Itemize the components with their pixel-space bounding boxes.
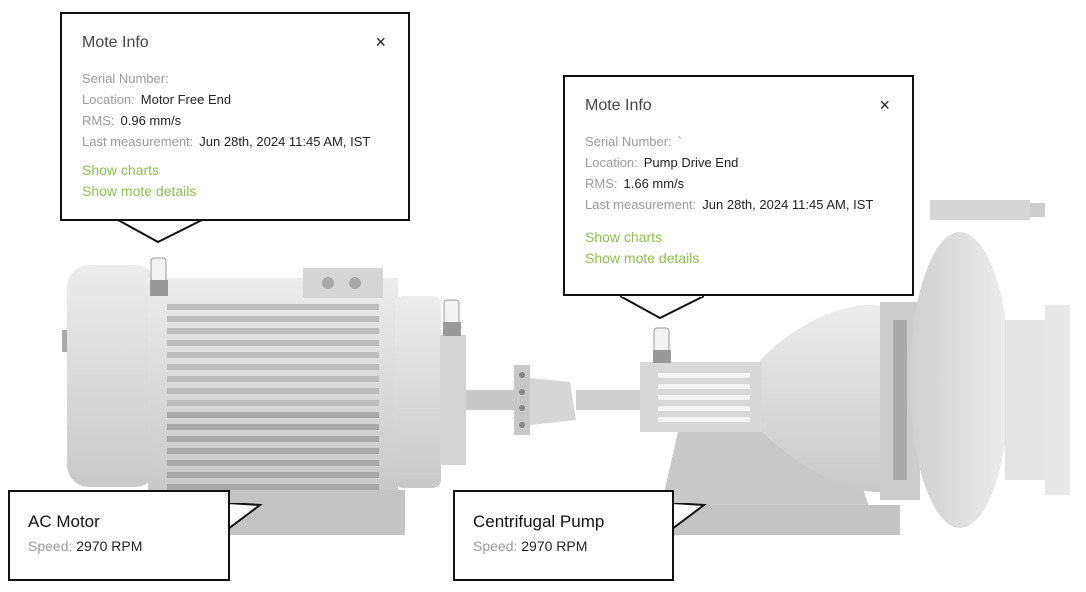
- fin: [658, 406, 750, 411]
- pump-bearing-fins: [658, 373, 750, 422]
- fin: [167, 304, 379, 310]
- fin: [167, 352, 379, 358]
- last-measurement-value: Jun 28th, 2024 11:45 AM, IST: [702, 197, 874, 212]
- fin: [167, 400, 379, 406]
- serial-label: Serial Number:: [585, 134, 672, 149]
- speed-value: 2970 RPM: [76, 538, 143, 554]
- popover-title: Mote Info: [585, 97, 652, 114]
- show-mote-details-link[interactable]: Show mote details: [82, 183, 197, 199]
- mote-info-popover-pump: Mote Info × Serial Number: ` Location: Pum…: [563, 75, 914, 296]
- rms-label: RMS:: [82, 113, 115, 128]
- fin: [167, 436, 379, 442]
- motor-cooling-fins: [167, 304, 379, 490]
- close-icon[interactable]: ×: [375, 32, 386, 52]
- machine-label-centrifugal-pump[interactable]: Centrifugal Pump Speed: 2970 RPM: [453, 490, 674, 581]
- fin: [167, 328, 379, 334]
- fin: [167, 448, 379, 454]
- machine-name: Centrifugal Pump: [473, 512, 605, 531]
- rms-value: 0.96 mm/s: [120, 113, 182, 128]
- vibration-sensor-pump-drive-end[interactable]: [653, 327, 671, 363]
- fin: [167, 316, 379, 322]
- speed-label: Speed:: [28, 538, 73, 554]
- show-charts-link[interactable]: Show charts: [585, 229, 663, 245]
- fin: [167, 340, 379, 346]
- popover-pointer: [620, 294, 704, 320]
- serial-label: Serial Number:: [82, 71, 169, 86]
- rms-label: RMS:: [585, 176, 618, 191]
- mote-info-popover-motor: Mote Info × Serial Number: Location: Moto…: [60, 12, 410, 221]
- speed-label: Speed:: [473, 538, 518, 554]
- last-measurement-value: Jun 28th, 2024 11:45 AM, IST: [199, 134, 371, 149]
- ac-motor[interactable]: [62, 265, 516, 535]
- label-pointer: [226, 503, 263, 533]
- machine-label-ac-motor[interactable]: AC Motor Speed: 2970 RPM: [8, 490, 230, 581]
- coupling: [514, 365, 642, 435]
- centrifugal-pump[interactable]: [640, 200, 1070, 535]
- location-label: Location:: [82, 92, 135, 107]
- location-value: Motor Free End: [140, 92, 232, 107]
- vibration-sensor-motor-drive-end[interactable]: [443, 299, 461, 336]
- fin: [658, 395, 750, 400]
- last-measurement-label: Last measurement:: [585, 197, 697, 212]
- fin: [658, 417, 750, 422]
- fin: [167, 424, 379, 430]
- vibration-sensor-motor-free-end[interactable]: [150, 257, 168, 296]
- fin: [658, 384, 750, 389]
- machine-name: AC Motor: [28, 512, 100, 531]
- fin: [167, 460, 379, 466]
- fin: [167, 364, 379, 370]
- last-measurement-label: Last measurement:: [82, 134, 194, 149]
- fin: [658, 373, 750, 378]
- show-charts-link[interactable]: Show charts: [82, 162, 160, 178]
- popover-title: Mote Info: [82, 34, 149, 51]
- show-mote-details-link[interactable]: Show mote details: [585, 250, 700, 266]
- location-label: Location:: [585, 155, 638, 170]
- popover-pointer: [118, 218, 202, 244]
- fin: [167, 472, 379, 478]
- fin: [167, 388, 379, 394]
- fin: [167, 412, 379, 418]
- rms-value: 1.66 mm/s: [623, 176, 685, 191]
- label-pointer: [670, 503, 707, 533]
- speed-value: 2970 RPM: [521, 538, 588, 554]
- location-value: Pump Drive End: [643, 155, 739, 170]
- fin: [167, 376, 379, 382]
- fin: [167, 484, 379, 490]
- close-icon[interactable]: ×: [879, 95, 890, 115]
- serial-value: `: [677, 134, 683, 149]
